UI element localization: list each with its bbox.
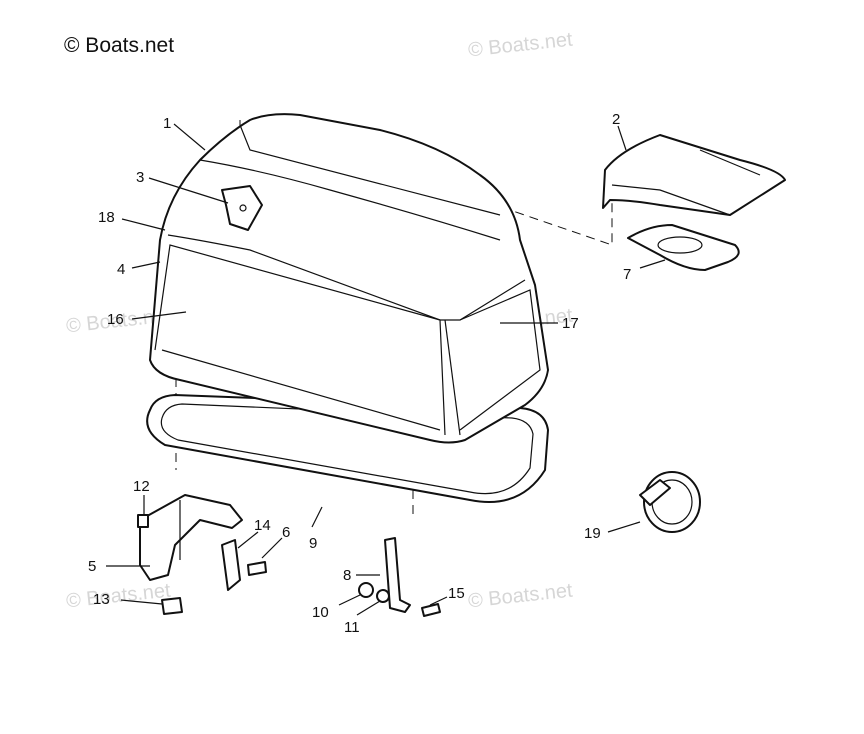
- label-13: 13: [93, 591, 110, 608]
- label-2: 2: [612, 111, 620, 128]
- label-8: 8: [343, 567, 351, 584]
- label-7: 7: [623, 266, 631, 283]
- motor-cover: [149, 113, 549, 444]
- latch: [221, 539, 241, 591]
- label-12: 12: [133, 478, 150, 495]
- nut: [358, 582, 374, 598]
- cable-coil: [639, 471, 701, 533]
- label-3: 3: [136, 169, 144, 186]
- bumper: [161, 597, 183, 615]
- label-17: 17: [562, 315, 579, 332]
- label-15: 15: [448, 585, 465, 602]
- copyright-notice: © Boats.net: [64, 34, 175, 57]
- label-6: 6: [282, 524, 290, 541]
- strap-bracket: [384, 537, 411, 613]
- label-10: 10: [312, 604, 329, 621]
- label-11: 11: [344, 619, 360, 636]
- leader-lines: [106, 123, 666, 616]
- mounting-bracket: [137, 494, 243, 581]
- grommet-plate: [627, 224, 740, 271]
- label-4: 4: [117, 261, 125, 278]
- label-16: 16: [107, 311, 124, 328]
- screw: [247, 561, 267, 576]
- label-9: 9: [309, 535, 317, 552]
- label-1: 1: [163, 115, 171, 132]
- label-14: 14: [254, 517, 271, 534]
- label-19: 19: [584, 525, 601, 542]
- bolt: [421, 603, 441, 617]
- label-18: 18: [98, 209, 115, 226]
- top-cover: [602, 134, 786, 216]
- part-labels: 1 2 3 4 5 6 7 8 9 10 11 12 13 14 15 16 1…: [88, 111, 631, 636]
- washer: [376, 589, 390, 603]
- label-5: 5: [88, 558, 96, 575]
